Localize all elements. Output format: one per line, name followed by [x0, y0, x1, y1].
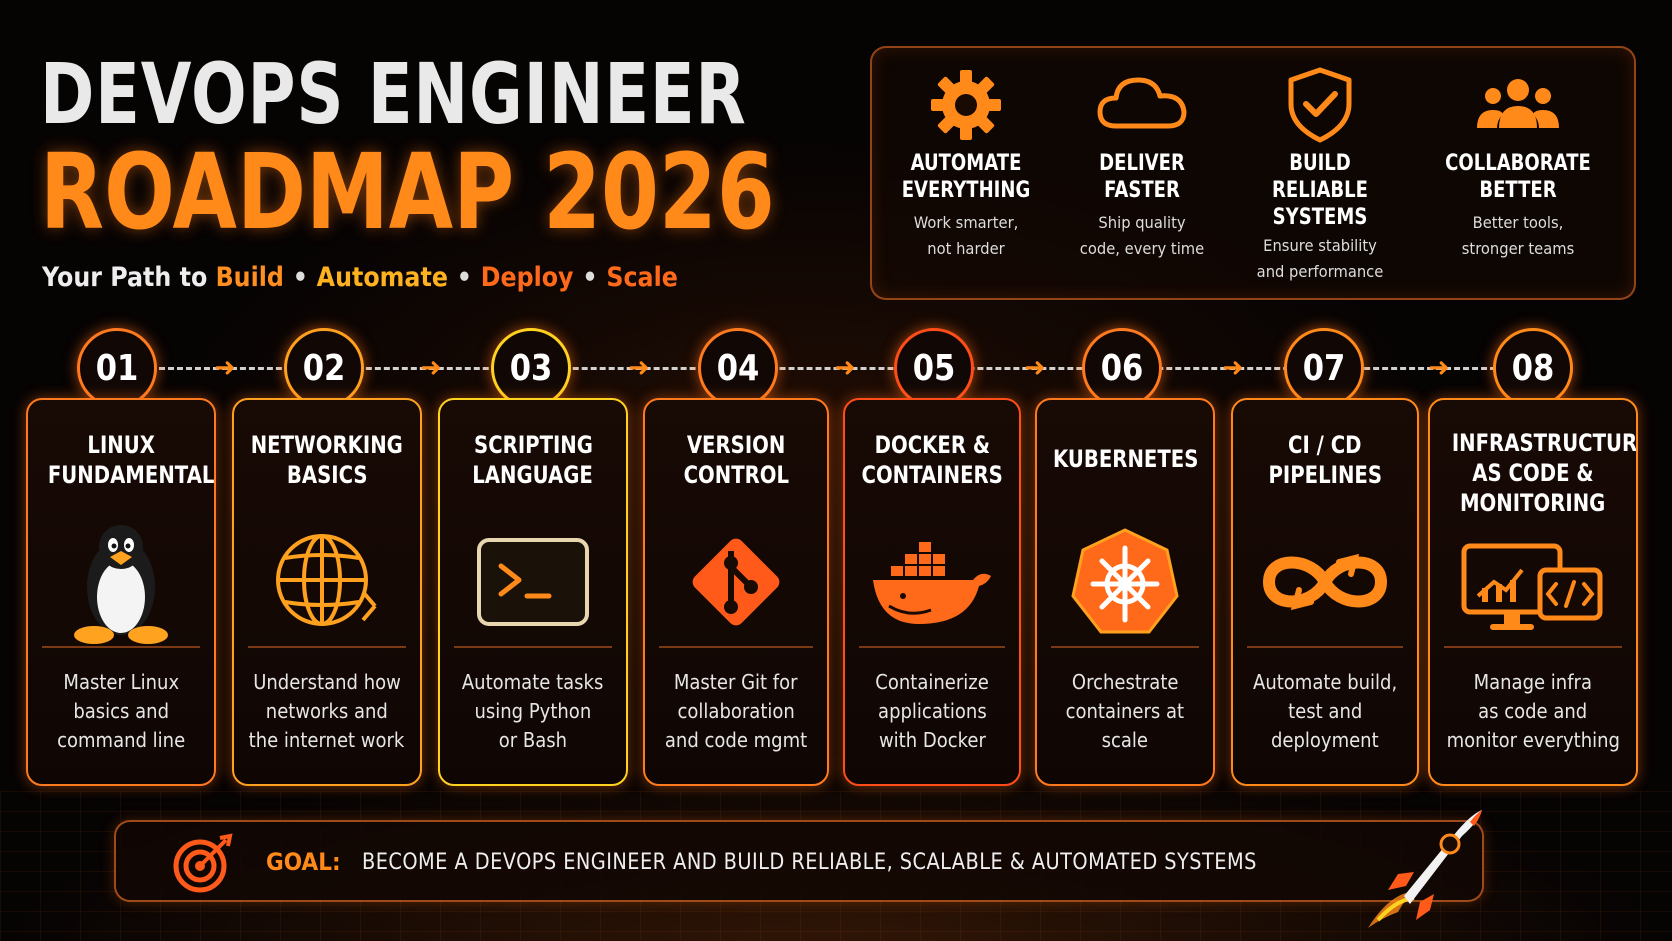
step-number-04: 04 — [698, 328, 778, 408]
arrow-right-icon: ➜ — [420, 353, 442, 383]
card-divider — [859, 646, 1005, 648]
goal-label: GOAL: — [266, 848, 341, 876]
roadmap-flow: ➜ ➜ ➜ ➜ ➜ ➜ ➜ 01 02 03 04 05 06 07 08 — [0, 328, 1672, 408]
arrow-right-icon: ➜ — [628, 353, 650, 383]
target-icon — [173, 833, 233, 893]
step-number-06: 06 — [1082, 328, 1162, 408]
git-icon — [692, 538, 780, 626]
infinity-pipeline-icon — [1262, 553, 1388, 611]
gear-icon — [931, 70, 1001, 140]
step-number-03: 03 — [491, 328, 571, 408]
arrow-right-icon: ➜ — [834, 353, 856, 383]
flow-dashed-line — [150, 367, 1550, 370]
step-number-05: 05 — [894, 328, 974, 408]
step-title: KUBERNETES — [1052, 445, 1199, 473]
globe-network-icon — [276, 534, 377, 626]
linux-penguin-icon — [74, 525, 168, 644]
arrow-right-icon: ➜ — [214, 353, 236, 383]
monitor-code-icon — [1461, 543, 1603, 630]
value-desc: Work smarter,not harder — [913, 213, 1019, 258]
card-divider — [42, 646, 200, 648]
card-divider — [454, 646, 612, 648]
card-divider — [659, 646, 813, 648]
rocket-icon — [1368, 810, 1482, 928]
card-divider — [1051, 646, 1199, 648]
goal-text: BECOME A DEVOPS ENGINEER AND BUILD RELIA… — [362, 850, 1257, 875]
kubernetes-helm-icon — [1071, 528, 1179, 634]
docker-whale-icon — [873, 542, 991, 624]
card-divider — [248, 646, 406, 648]
card-divider — [1247, 646, 1403, 648]
card-divider — [1444, 646, 1622, 648]
arrow-right-icon: ➜ — [1024, 353, 1046, 383]
step-title: DOCKER &CONTAINERS — [861, 431, 1003, 489]
title-line-2: ROADMAP 2026 — [40, 131, 775, 253]
terminal-icon — [477, 538, 589, 626]
goal-banner: GOAL: BECOME A DEVOPS ENGINEER AND BUILD… — [114, 820, 1484, 902]
title-line-1: DEVOPS ENGINEER — [40, 45, 747, 143]
cloud-icon — [1097, 77, 1187, 129]
tagline-word-build: Build — [215, 262, 284, 293]
tagline-prefix: Your Path to — [42, 262, 208, 293]
arrow-right-icon: ➜ — [1428, 353, 1450, 383]
step-number-07: 07 — [1284, 328, 1364, 408]
value-desc: Better tools,stronger teams — [1461, 213, 1575, 258]
arrow-right-icon: ➜ — [1222, 353, 1244, 383]
team-icon — [1477, 79, 1559, 128]
step-number-02: 02 — [284, 328, 364, 408]
step-number-08: 08 — [1493, 328, 1573, 408]
tagline-word-scale: Scale — [606, 262, 678, 293]
shield-check-icon — [1288, 67, 1352, 143]
step-number-01: 01 — [77, 328, 157, 408]
tagline-word-automate: Automate — [316, 262, 448, 293]
tagline-word-deploy: Deploy — [480, 262, 574, 293]
tagline: Your Path to Build•Automate•Deploy•Scale — [42, 262, 678, 293]
